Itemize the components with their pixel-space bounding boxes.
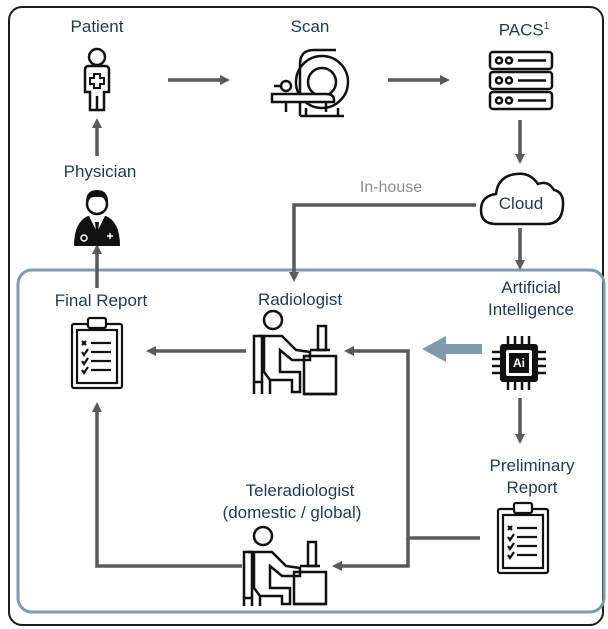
in-house-label: In-house bbox=[359, 179, 423, 196]
preliminary-label-line2: Report bbox=[506, 478, 558, 497]
ai-chip-text: Ai bbox=[513, 356, 525, 370]
teleradiologist-desk-icon bbox=[242, 525, 328, 606]
preliminary-label-line1: Preliminary bbox=[489, 456, 575, 475]
arrow-preliminary-to-teleradiologist bbox=[332, 538, 410, 571]
pacs-server-icon bbox=[488, 50, 554, 111]
physician-icon bbox=[74, 190, 120, 246]
pacs-label: PACS1 bbox=[492, 16, 556, 42]
patient-label: Patient bbox=[70, 17, 124, 36]
ai-label-line1: Artificial bbox=[501, 278, 561, 297]
cloud-label: Cloud bbox=[498, 194, 544, 213]
reading-group-box bbox=[16, 268, 606, 614]
scan-icon bbox=[270, 48, 350, 118]
patient-icon bbox=[83, 47, 111, 112]
teleradiologist-label-line2: (domestic / global) bbox=[222, 503, 362, 522]
teleradiologist-label-line1: Teleradiologist bbox=[245, 481, 355, 500]
preliminary-report-clipboard-icon bbox=[496, 501, 550, 575]
arrow-cloud-to-radiologist bbox=[289, 203, 476, 282]
cloud-icon bbox=[479, 172, 565, 226]
pacs-footnote-mark: 1 bbox=[543, 21, 550, 32]
physician-label: Physician bbox=[63, 162, 137, 181]
radiologist-desk-icon bbox=[252, 309, 338, 396]
arrow-ai-to-radiologist bbox=[422, 336, 482, 362]
ai-chip-icon bbox=[492, 336, 546, 390]
pacs-text: PACS bbox=[498, 20, 544, 40]
radiologist-label: Radiologist bbox=[257, 290, 343, 309]
final-report-label: Final Report bbox=[54, 291, 148, 310]
arrow-preliminary-to-radiologist bbox=[344, 346, 480, 540]
scan-label: Scan bbox=[290, 17, 330, 36]
ai-label-line2: Intelligence bbox=[487, 300, 574, 319]
arrow-teleradiologist-to-final-report bbox=[92, 402, 242, 568]
final-report-clipboard-icon bbox=[70, 316, 124, 390]
